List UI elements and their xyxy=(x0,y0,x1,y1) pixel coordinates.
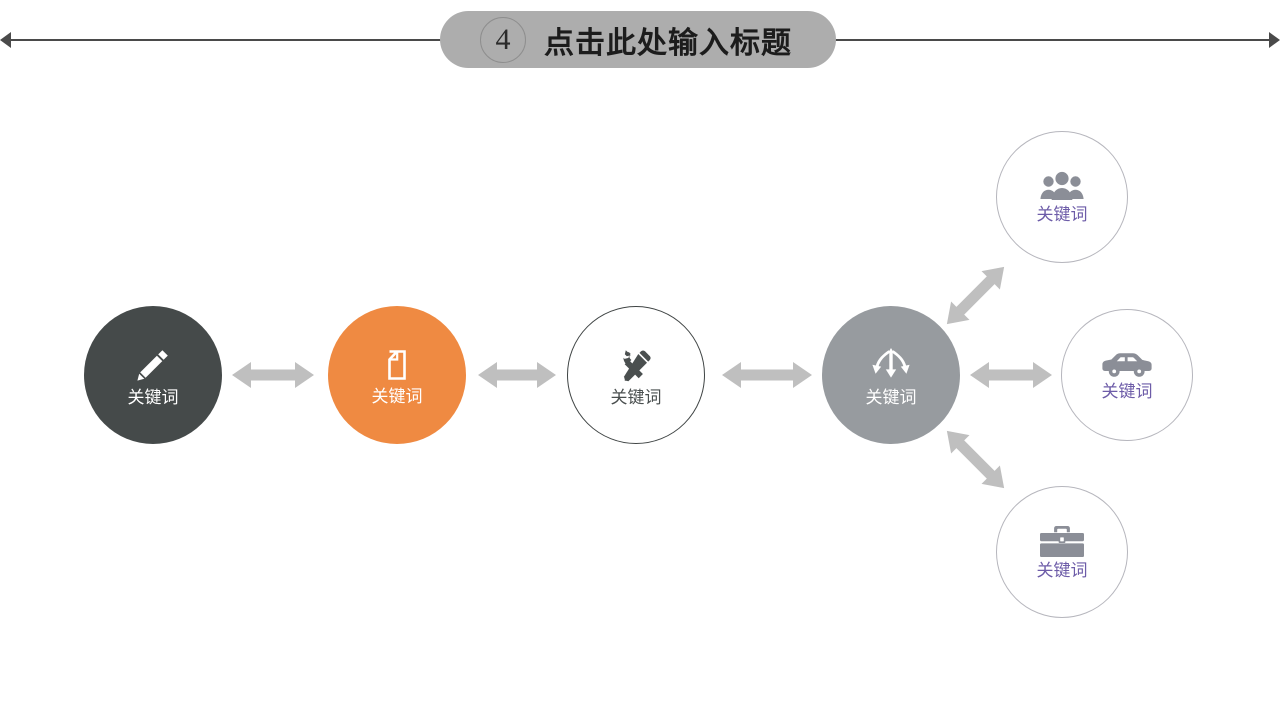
title-number-badge: 4 xyxy=(480,16,526,63)
node-label: 关键词 xyxy=(371,386,423,406)
node-label: 关键词 xyxy=(610,387,662,407)
slide-title-bar: 4 点击此处输入标题 xyxy=(0,0,1280,80)
page-title[interactable]: 点击此处输入标题 xyxy=(544,26,792,60)
rule-arrow-left-icon xyxy=(0,32,11,48)
car-icon xyxy=(1101,349,1153,381)
node-label: 关键词 xyxy=(865,387,917,407)
connector-branch-to-car xyxy=(970,362,1052,388)
node-label: 关键词 xyxy=(127,387,179,407)
node-document[interactable]: 关键词 xyxy=(328,306,466,444)
title-number-text: 4 xyxy=(495,22,511,56)
connector-document-to-tools xyxy=(478,362,556,388)
connector-pencil-to-document xyxy=(232,362,314,388)
node-label: 关键词 xyxy=(1036,560,1088,580)
node-pencil[interactable]: 关键词 xyxy=(84,306,222,444)
node-car[interactable]: 关键词 xyxy=(1061,309,1193,441)
node-briefcase[interactable]: 关键词 xyxy=(996,486,1128,618)
document-icon xyxy=(376,344,418,386)
people-group-icon xyxy=(1039,170,1085,204)
branch-arrows-icon xyxy=(867,343,915,387)
node-people[interactable]: 关键词 xyxy=(996,131,1128,263)
node-tools[interactable]: 关键词 xyxy=(567,306,705,444)
pencil-icon xyxy=(131,343,175,387)
briefcase-icon xyxy=(1038,524,1086,560)
node-label: 关键词 xyxy=(1036,204,1088,224)
connector-tools-to-branch xyxy=(722,362,812,388)
node-label: 关键词 xyxy=(1101,381,1153,401)
connector-branch-to-people xyxy=(946,266,1005,325)
title-pill[interactable]: 4 点击此处输入标题 xyxy=(440,11,836,68)
rule-arrow-right-icon xyxy=(1269,32,1280,48)
tools-icon xyxy=(614,343,658,387)
node-branch[interactable]: 关键词 xyxy=(822,306,960,444)
connector-branch-to-briefcase xyxy=(946,430,1005,489)
